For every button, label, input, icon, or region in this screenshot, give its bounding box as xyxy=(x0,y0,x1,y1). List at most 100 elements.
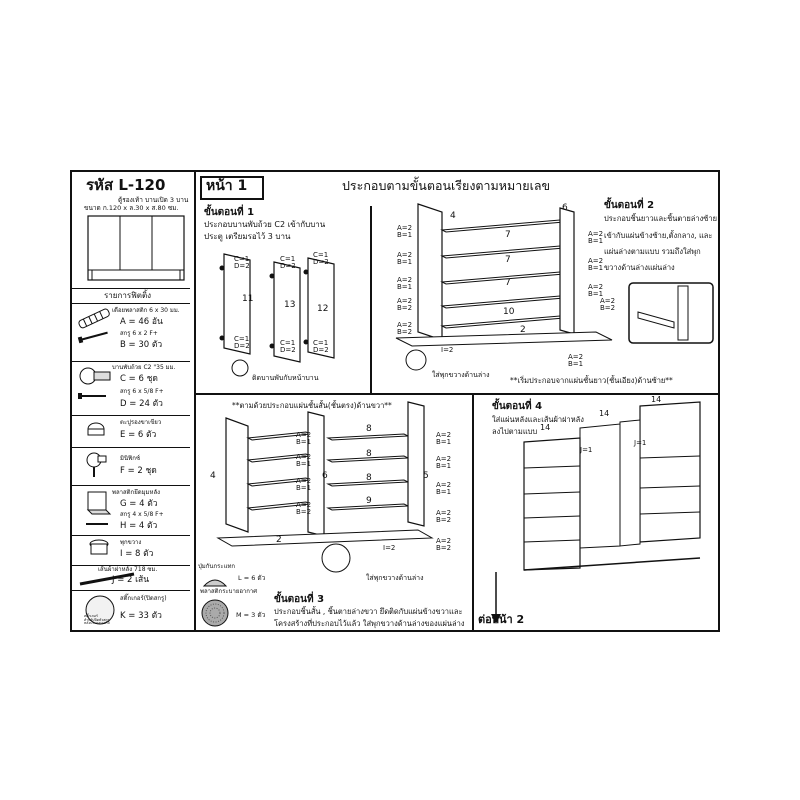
step4-text2: ลงไปตามแบบ xyxy=(492,427,538,436)
step2-label: A=2 xyxy=(588,283,604,291)
part-g-qty: G = 4 ตัว xyxy=(120,499,158,509)
part-h-desc: สกรู 4 x 5/8 F+ xyxy=(120,511,164,518)
step3-label: B=1 xyxy=(436,462,452,470)
parts-heading-divider xyxy=(72,288,190,289)
step3-label: A=2 xyxy=(436,431,452,439)
next-page: ต่อหน้า 2 xyxy=(478,613,525,626)
step4-text1: ใส่แผ่นหลังและเส้นผ้าฝาหลัง xyxy=(492,415,584,424)
parts-divider xyxy=(72,303,190,304)
step3-label: B=1 xyxy=(296,438,312,446)
step1-note: ติดบานพับกับหน้าบาน xyxy=(252,374,319,382)
step1-label-d2e: D=2 xyxy=(280,346,296,354)
part-l-qty: L = 6 ตัว xyxy=(238,574,266,582)
step2-label: B=1 xyxy=(397,231,413,239)
step2-label: A=2 xyxy=(397,224,413,232)
bumper-icon xyxy=(202,579,228,587)
step1-label-c1e: C=1 xyxy=(280,339,296,347)
part-d-qty: D = 24 ตัว xyxy=(120,399,163,409)
step2-text1: ประกอบชิ้นยาวและชิ้นตายล่างซ้าย xyxy=(604,214,717,223)
step2-text4: ขวางด้านล่างแผ่นล่าง xyxy=(604,263,675,272)
door-number-11: 11 xyxy=(242,294,254,304)
step2-note-anchor: ใส่พุกขวางด้านล่าง xyxy=(432,371,490,379)
step2-title: ขั้นตอนที่ 2 xyxy=(604,200,655,211)
panel-number-4: 4 xyxy=(450,211,456,221)
step3-label: B=2 xyxy=(436,516,452,524)
step3-text1: ประกอบชิ้นสั้น , ชิ้นตายล่างขวา ยึดติดกั… xyxy=(274,607,463,616)
part-b-desc: สกรู 6 x 2 F+ xyxy=(120,330,158,337)
step4-label-j: J=1 xyxy=(634,439,647,447)
step3-label: B=1 xyxy=(296,460,312,468)
parts-divider xyxy=(72,590,190,591)
step3-label-i: I=2 xyxy=(383,544,396,552)
part-g-desc: พลาสติกยึดมุมหลัง xyxy=(112,489,161,496)
part-k-desc: สติ๊กเกอร์(ปิดสกรู) xyxy=(120,595,167,602)
part-l-desc: ปุ่มกันกระแทก xyxy=(198,563,236,570)
panel-number-6: 6 xyxy=(322,471,328,481)
step3-text2: โครงสร้างที่ประกอบไว้แล้ว ใส่พุกขวางด้าน… xyxy=(274,619,465,628)
panel-number-9: 9 xyxy=(366,496,372,506)
part-f-desc: มินิฟิกซ์ xyxy=(120,455,141,462)
step2-label: B=2 xyxy=(397,304,413,312)
step3-label: A=2 xyxy=(436,455,452,463)
part-c-desc: บานพับถ้วย C2 "35 มม. xyxy=(112,364,176,371)
anchor-icon xyxy=(89,539,109,555)
step3-label: B=2 xyxy=(436,544,452,552)
step1-door-diagram xyxy=(219,253,335,377)
vent-icon xyxy=(201,599,229,627)
step2-label: B=1 xyxy=(397,258,413,266)
step1-label-c1: C=1 xyxy=(234,255,250,263)
step3-label: B=1 xyxy=(296,484,312,492)
step1-text1: ประกอบบานพับถ้วย C2 เข้ากับบาน xyxy=(204,220,326,229)
step2-label: A=2 xyxy=(568,353,584,361)
part-j-qty: J = 2 เส้น xyxy=(112,575,150,585)
parts-divider xyxy=(72,565,190,566)
step1-label-c1d: C=1 xyxy=(234,335,250,343)
panel-number-6: 6 xyxy=(562,203,568,213)
step2-note-start: **เริ่มประกอบจากแผ่นชั้นยาว(ชั้นเอียง)ด้… xyxy=(510,376,673,385)
step3-label: A=2 xyxy=(296,477,312,485)
step3-label: B=1 xyxy=(436,438,452,446)
panel-number-2: 2 xyxy=(520,325,526,335)
part-h-qty: H = 4 ตัว xyxy=(120,521,158,531)
step2-label: A=2 xyxy=(588,257,604,265)
page-badge xyxy=(200,176,264,200)
step3-title: ขั้นตอนที่ 3 xyxy=(274,594,325,605)
step4-title: ขั้นตอนที่ 4 xyxy=(492,401,543,412)
step2-label: B=1 xyxy=(568,360,584,368)
step2-label: A=2 xyxy=(600,297,616,305)
step2-label: B=1 xyxy=(588,264,604,272)
parts-divider xyxy=(72,447,190,448)
part-m-qty: M = 3 ตัว xyxy=(236,611,266,619)
step1-label-d2b: D=2 xyxy=(280,262,296,270)
part-k-qty: K = 33 ตัว xyxy=(120,611,162,621)
step2-text3: แผ่นล่างตามแบบ รวมถึงใส่พุก xyxy=(604,247,701,256)
step1-label-c1f: C=1 xyxy=(313,339,329,347)
panel-number-8: 8 xyxy=(366,424,372,434)
panel-number-5: 5 xyxy=(423,471,429,481)
left-column-divider xyxy=(194,170,196,632)
product-size: ขนาด ก.120 x ล.30 x ส.80 ซม. xyxy=(84,204,179,212)
panel-number-4: 4 xyxy=(210,471,216,481)
step2-label: B=2 xyxy=(600,304,616,312)
minifix-icon xyxy=(86,452,107,477)
panel-number-14: 14 xyxy=(651,395,662,404)
part-a-qty: A = 46 อัน xyxy=(120,317,163,327)
down-arrow-icon xyxy=(491,572,501,624)
part-j-desc: เส้นผ้าฝาหลัง 718 ซม. xyxy=(98,566,158,573)
page-number: หน้า 1 xyxy=(206,178,248,194)
part-i-desc: พุกขวาง xyxy=(120,539,142,546)
part-m-desc: พลาสติกระบายอากาศ xyxy=(200,588,258,595)
step2-label: B=1 xyxy=(397,283,413,291)
step1-label-c1c: C=1 xyxy=(313,251,329,259)
step3-label: A=2 xyxy=(436,509,452,517)
step2-label: A=2 xyxy=(588,230,604,238)
step2-label: B=1 xyxy=(588,237,604,245)
step1-text2: ประตู เตรียมรอไว้ 3 บาน xyxy=(204,232,291,241)
edge-strip-icon xyxy=(79,572,135,586)
part-b-qty: B = 30 ตัว xyxy=(120,340,163,350)
step2-label: A=2 xyxy=(397,321,413,329)
step3-label: A=2 xyxy=(296,431,312,439)
sticker-icon xyxy=(85,595,115,625)
step3-label: B=2 xyxy=(296,508,312,516)
panel-number-7: 7 xyxy=(505,255,511,265)
